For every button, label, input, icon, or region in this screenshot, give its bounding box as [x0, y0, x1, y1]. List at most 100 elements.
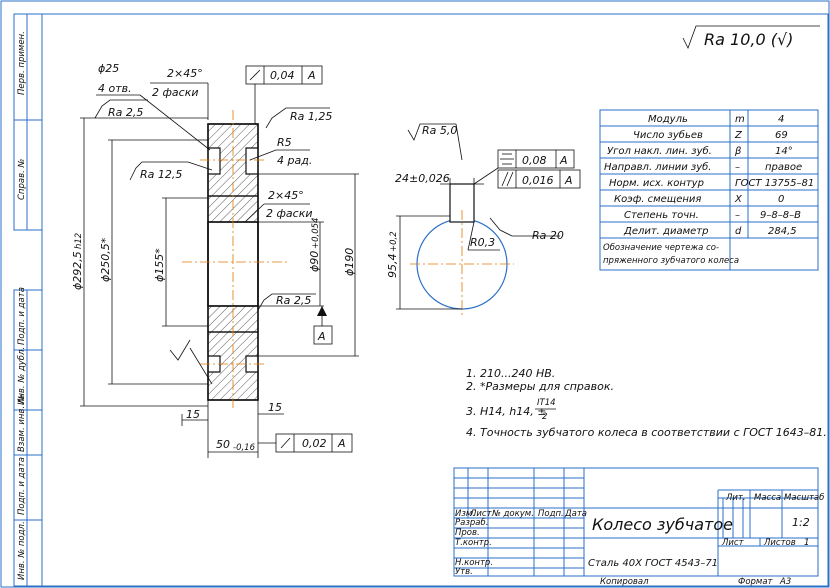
- table-row-val: 0: [778, 194, 784, 205]
- table-row-val: правое: [765, 162, 802, 173]
- tb-copied: Копировал: [600, 577, 649, 587]
- side-label-vzam: Взам. инв. №: [17, 394, 27, 452]
- tb-col-mass: Масса: [754, 493, 781, 503]
- note-3-fraction-num: IT14: [537, 398, 556, 408]
- table-row-val: 4: [778, 114, 784, 125]
- keyway-depth-tol: +0,2: [389, 231, 399, 252]
- tol-parallel-top: 0,04: [270, 69, 295, 82]
- side-label-podp1: Подп. и дата: [17, 287, 27, 345]
- table-row-name: Степень точн.: [624, 210, 699, 221]
- tb-role-nkontr: Н.контр.: [455, 558, 493, 568]
- tb-hdr-date: Дата: [564, 509, 587, 519]
- chamfer-top-note: 2 фаски: [152, 86, 198, 99]
- table-row-name: Угол накл. лин. зуб.: [607, 145, 712, 157]
- table-row-name: Норм. исх. контур: [609, 178, 704, 189]
- table-row-sym: d: [735, 226, 742, 237]
- ra-bore: Ra 2,5: [276, 294, 311, 307]
- chamfer-mid-note: 2 фаски: [266, 207, 312, 220]
- dim-hub-dia: ϕ155*: [153, 248, 166, 282]
- table-row-sym: Z: [734, 130, 743, 141]
- tb-hdr-list: Лист: [469, 509, 493, 519]
- side-label-perv: Перв. примен.: [17, 31, 27, 95]
- tb-part-name: Колесо зубчатое: [592, 515, 733, 534]
- note-1: 1. 210...240 HB.: [466, 367, 555, 380]
- table-row-val: 14°: [775, 146, 793, 157]
- table-row-sym: –: [735, 210, 740, 221]
- dim-root-dia: ϕ250,5*: [99, 237, 112, 282]
- side-strip: Перв. примен. Справ. № Подп. и дата Инв.…: [13, 13, 43, 587]
- table-row-sym: β: [734, 146, 742, 157]
- tb-role-tkontr: Т.контр.: [455, 538, 492, 548]
- table-row-val: 284,5: [768, 226, 797, 237]
- ra-top: Ra 1,25: [290, 110, 332, 123]
- tb-format-label: Формат: [738, 577, 774, 587]
- table-row-sym: –: [735, 162, 740, 173]
- note-3-fraction-den: 2: [542, 412, 547, 422]
- table-row-val: 69: [775, 130, 788, 141]
- radius-note: 4 рад.: [277, 154, 312, 167]
- tb-format: А3: [779, 577, 791, 587]
- holes-dia: ϕ25: [98, 62, 119, 75]
- dim-width-tol: -0,16: [233, 443, 256, 453]
- note-2: 2. *Размеры для справок.: [466, 380, 614, 393]
- tol-runout-datum: A: [337, 437, 346, 450]
- roughness-general-text: Ra 10,0 (√): [704, 30, 793, 49]
- gear-parameters-table: Модуль m 4 Число зубьев Z 69 Угол накл. …: [599, 109, 819, 271]
- tb-sheets: Листов: [763, 538, 796, 548]
- table-row-sym: m: [735, 114, 745, 125]
- table-row-val: ГОСТ 13755–81: [735, 178, 814, 189]
- ra-left: Ra 2,5: [108, 106, 143, 119]
- note-4: 4. Точность зубчатого колеса в соответст…: [466, 426, 827, 439]
- tol-sym-datum: A: [559, 154, 568, 167]
- chamfer-mid: 2×45°: [268, 189, 304, 202]
- tb-hdr-sign: Подп.: [538, 509, 564, 519]
- tb-scale: 1:2: [792, 516, 810, 529]
- tb-hdr-izm: Изм.: [455, 509, 475, 519]
- tb-sheets-count: 1: [804, 538, 809, 548]
- side-label-dubl: Инв. № дубл.: [17, 347, 27, 405]
- tol-parallel-top-datum: A: [307, 69, 316, 82]
- table-footer-1: Обозначение чертежа со-: [603, 243, 719, 253]
- table-row-val: 9–8–8–В: [760, 210, 801, 221]
- hub-side-view: 24±0,026 95,4 +0,2 R0,3 Ra 20 Ra 5,0 0,0…: [386, 123, 581, 318]
- tb-role-razrab: Разраб.: [455, 518, 488, 528]
- tol-runout: 0,02: [302, 437, 327, 450]
- gear-section-view: ϕ292,5 h12 ϕ250,5* ϕ155* ϕ90 +0,054 ϕ190…: [71, 62, 359, 458]
- side-label-podl: Инв. № подл.: [17, 521, 27, 580]
- keyway-depth: 95,4: [386, 254, 399, 279]
- tb-col-scale: Масштаб: [784, 493, 824, 503]
- tb-role-utv: Утв.: [455, 567, 473, 577]
- radius: R5: [277, 136, 292, 149]
- tb-role-prov: Пров.: [455, 528, 480, 538]
- note-3: 3. H14, h14, ±: [466, 405, 546, 418]
- chamfer-top: 2×45°: [167, 67, 203, 80]
- dim-bore-dia: ϕ90: [308, 251, 321, 272]
- tb-col-lit: Лит.: [725, 493, 746, 503]
- tb-hdr-doc: № докум.: [491, 509, 534, 519]
- technical-notes: 1. 210...240 HB. 2. *Размеры для справок…: [466, 367, 827, 439]
- keyway-radius: R0,3: [470, 236, 495, 249]
- keyway-width: 24±0,026: [395, 172, 450, 185]
- side-label-sprav: Справ. №: [17, 158, 27, 200]
- table-row-name: Коэф. смещения: [614, 194, 701, 205]
- tol-sym: 0,08: [522, 154, 547, 167]
- dim-outer-dia-tol: h12: [74, 233, 84, 249]
- ra-20: Ra 20: [532, 229, 564, 242]
- dim-outer-dia: ϕ292,5: [71, 251, 84, 290]
- tol-par: 0,016: [522, 174, 554, 187]
- table-row-name: Число зубьев: [633, 129, 703, 141]
- table-row-name: Направл. линии зуб.: [604, 161, 712, 173]
- title-block: Изм. Лист № докум. Подп. Дата Разраб. Пр…: [453, 467, 824, 587]
- dim-bore-dia-tol: +0,054: [311, 218, 321, 249]
- datum-a: A: [317, 330, 326, 343]
- dim-width: 50: [216, 438, 230, 451]
- side-ra: Ra 5,0: [422, 124, 457, 137]
- table-footer-2: пряженного зубчатого колеса: [603, 256, 739, 266]
- table-row-name: Модуль: [648, 114, 688, 125]
- tol-par-datum: A: [564, 174, 573, 187]
- tb-sheet: Лист: [721, 538, 745, 548]
- dim-190-dia: ϕ190: [343, 248, 356, 276]
- tb-material: Сталь 40Х ГОСТ 4543–71: [588, 558, 718, 569]
